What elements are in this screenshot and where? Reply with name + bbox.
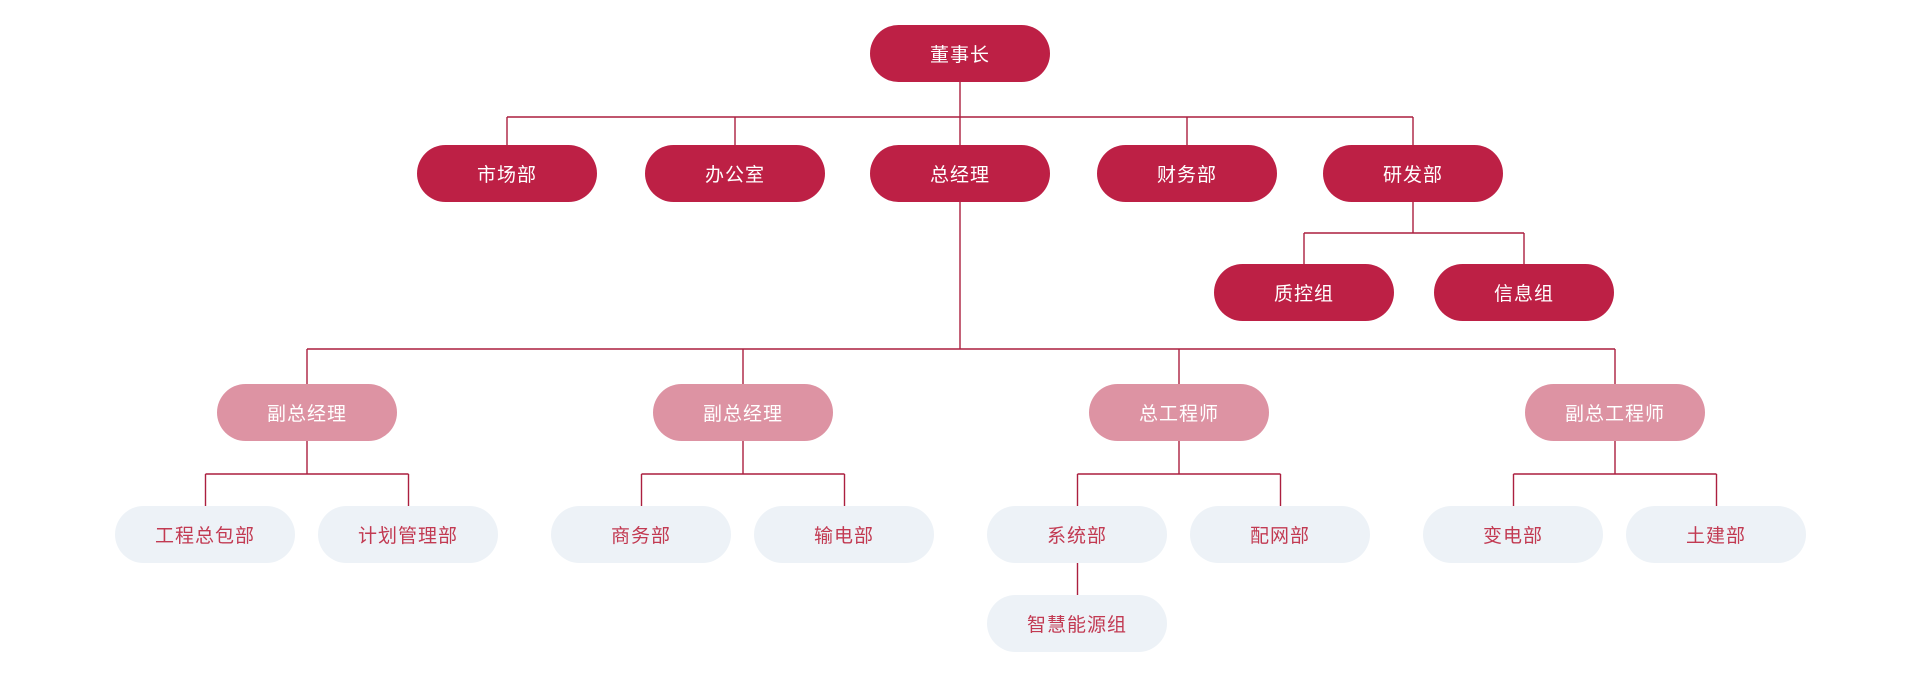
org-node-transmission-dept: 输电部 <box>754 506 934 563</box>
org-node-deputy-chief-engineer: 副总工程师 <box>1525 384 1705 441</box>
org-node-deputy-gm-1: 副总经理 <box>217 384 397 441</box>
org-node-chairman: 董事长 <box>870 25 1050 82</box>
org-node-system-dept: 系统部 <box>987 506 1167 563</box>
connector-deputy-gm-1-children <box>204 441 410 506</box>
org-node-smart-energy-group: 智慧能源组 <box>987 595 1167 652</box>
org-node-deputy-gm-2: 副总经理 <box>653 384 833 441</box>
org-node-distribution-dept: 配网部 <box>1190 506 1370 563</box>
connector-deputy-chief-engineer-children <box>1512 441 1718 506</box>
org-node-planning-dept: 计划管理部 <box>318 506 498 563</box>
connector-gm-children <box>306 202 1616 384</box>
connector-chief-engineer-children <box>1076 441 1282 506</box>
org-node-finance: 财务部 <box>1097 145 1277 202</box>
connector-deputy-gm-2-children <box>640 441 846 506</box>
connector-chairman-children <box>506 82 1414 145</box>
org-node-commerce-dept: 商务部 <box>551 506 731 563</box>
org-node-rnd: 研发部 <box>1323 145 1503 202</box>
org-node-chief-engineer: 总工程师 <box>1089 384 1269 441</box>
org-node-qc-group: 质控组 <box>1214 264 1394 321</box>
org-node-general-manager: 总经理 <box>870 145 1050 202</box>
org-node-office: 办公室 <box>645 145 825 202</box>
org-node-marketing: 市场部 <box>417 145 597 202</box>
org-node-substation-dept: 变电部 <box>1423 506 1603 563</box>
org-node-epc-dept: 工程总包部 <box>115 506 295 563</box>
org-node-civil-dept: 土建部 <box>1626 506 1806 563</box>
org-node-info-group: 信息组 <box>1434 264 1614 321</box>
connector-rnd-children <box>1303 202 1525 264</box>
